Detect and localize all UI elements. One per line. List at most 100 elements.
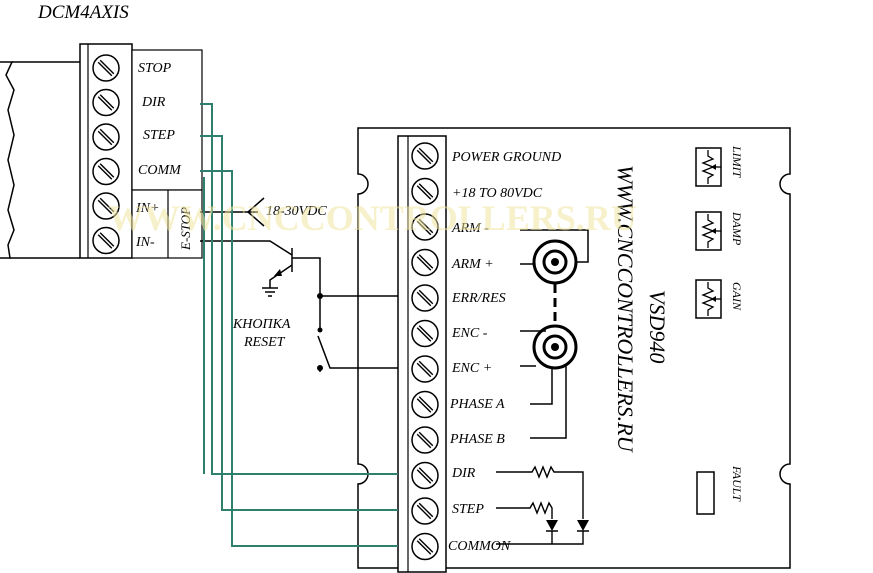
terminal-err-res: ERR/RES: [451, 291, 506, 306]
screw-slot: [416, 185, 432, 200]
left-screw-terminals: [92, 54, 120, 255]
screw-terminal-icon: [92, 54, 120, 82]
screw-terminal-icon: [92, 123, 120, 151]
left-device-title: DCM4AXIS: [37, 2, 129, 23]
screw-slot: [418, 325, 434, 340]
terminal-enc-minus: ENC -: [451, 326, 488, 341]
screw-slot: [418, 502, 434, 518]
phase-a-wire: [530, 367, 553, 405]
screw-slot: [418, 538, 434, 553]
left-terminal-in-minus: IN-: [135, 235, 155, 250]
screw-terminal-icon: [411, 319, 439, 348]
screw-slot: [97, 61, 113, 77]
motor-symbol: [532, 239, 578, 285]
screw-terminal-icon: [411, 213, 439, 241]
screw-slot: [97, 130, 113, 146]
encoder-symbol: [532, 324, 578, 370]
terminal-common: COMMON: [448, 539, 511, 554]
screw-slot: [418, 218, 434, 234]
gain-label: GAIN: [730, 282, 744, 311]
screw-terminal-icon: [92, 88, 120, 117]
supply-arrow-icon: [246, 197, 265, 227]
left-terminal-dir: DIR: [141, 95, 166, 110]
screw-slot: [99, 59, 115, 75]
terminal-arm-plus: ARM +: [451, 257, 494, 272]
damp-label: DAMP: [730, 211, 744, 246]
left-device-body: [0, 61, 15, 259]
left-terminal-step: STEP: [143, 128, 175, 143]
screw-terminal-icon: [411, 355, 439, 383]
left-terminal-in-plus: IN+: [135, 201, 159, 216]
screw-slot: [416, 362, 432, 378]
fault-label: FAULT: [730, 465, 744, 502]
screw-slot: [416, 327, 432, 342]
screw-terminal-icon: [411, 248, 439, 277]
left-label-box: [131, 49, 203, 191]
junction-dot: [317, 365, 323, 371]
opto-diodes: [546, 520, 589, 532]
terminal-power-ground: POWER GROUND: [451, 150, 561, 165]
screw-slot: [418, 254, 434, 269]
screw-slot: [99, 163, 115, 178]
screw-terminal-icon: [411, 284, 439, 312]
gain-pot: [695, 279, 722, 319]
model-label: VSD940: [645, 290, 670, 363]
screw-slot: [97, 234, 113, 249]
screw-terminal-icon: [411, 532, 439, 561]
screw-slot: [99, 94, 115, 109]
ground-icon: [262, 287, 278, 297]
screw-terminal-icon: [92, 192, 120, 220]
screw-slot: [418, 431, 434, 447]
screw-slot: [416, 433, 432, 449]
screw-slot: [416, 540, 432, 555]
reset-button-label-1: КНОПКА: [232, 317, 291, 332]
limit-label: LIMIT: [730, 145, 744, 179]
reset-button-label-2: RESET: [243, 335, 286, 350]
supply-label: 18-30VDC: [266, 204, 327, 219]
website-label: WWW.CNCCONTROLLERS.RU: [613, 165, 638, 454]
screw-slot: [97, 96, 113, 111]
screw-slot: [418, 467, 434, 482]
screw-terminal-icon: [411, 142, 439, 170]
opto-input-circuit: [496, 465, 584, 545]
terminal-phase-b: PHASE B: [449, 432, 505, 447]
terminal-step: STEP: [452, 502, 484, 517]
screw-slot: [416, 398, 432, 413]
terminal-arm-minus: ARM -: [451, 221, 489, 236]
screw-slot: [416, 469, 432, 484]
terminal-phase-a: PHASE A: [449, 397, 505, 412]
transistor-symbol: [200, 240, 321, 296]
terminal-dir: DIR: [451, 466, 476, 481]
left-terminal-comm: COMM: [138, 163, 182, 178]
terminal-supply: +18 TO 80VDC: [452, 186, 543, 201]
screw-slot: [418, 183, 434, 198]
screw-terminal-icon: [92, 157, 120, 186]
estop-label: E-STOP: [178, 207, 193, 251]
screw-slot: [416, 220, 432, 236]
screw-slot: [99, 232, 115, 247]
screw-slot: [418, 289, 434, 305]
arm-minus-wire: [520, 229, 589, 263]
common-wire: [200, 170, 398, 547]
screw-terminal-icon: [92, 226, 120, 255]
left-terminal-stop: STOP: [138, 61, 172, 76]
screw-slot: [99, 128, 115, 144]
screw-slot: [418, 396, 434, 411]
screw-slot: [418, 360, 434, 376]
screw-slot: [416, 291, 432, 307]
screw-terminal-icon: [411, 390, 439, 419]
screw-slot: [416, 149, 432, 165]
screw-slot: [416, 256, 432, 271]
screw-terminal-icon: [411, 426, 439, 454]
screw-terminal-icon: [411, 461, 439, 490]
phase-b-wire: [530, 366, 567, 439]
right-screw-terminals: [411, 142, 439, 561]
screw-terminal-icon: [411, 177, 439, 206]
transistor-emitter-arrow-icon: [274, 269, 282, 276]
fault-led: [696, 471, 715, 515]
step-wire: [200, 135, 398, 511]
screw-slot: [97, 199, 113, 215]
watermark: WWW.CNCCONTROLLERS.RU: [108, 198, 637, 238]
screw-slot: [97, 165, 113, 180]
junction-dot: [317, 293, 323, 299]
